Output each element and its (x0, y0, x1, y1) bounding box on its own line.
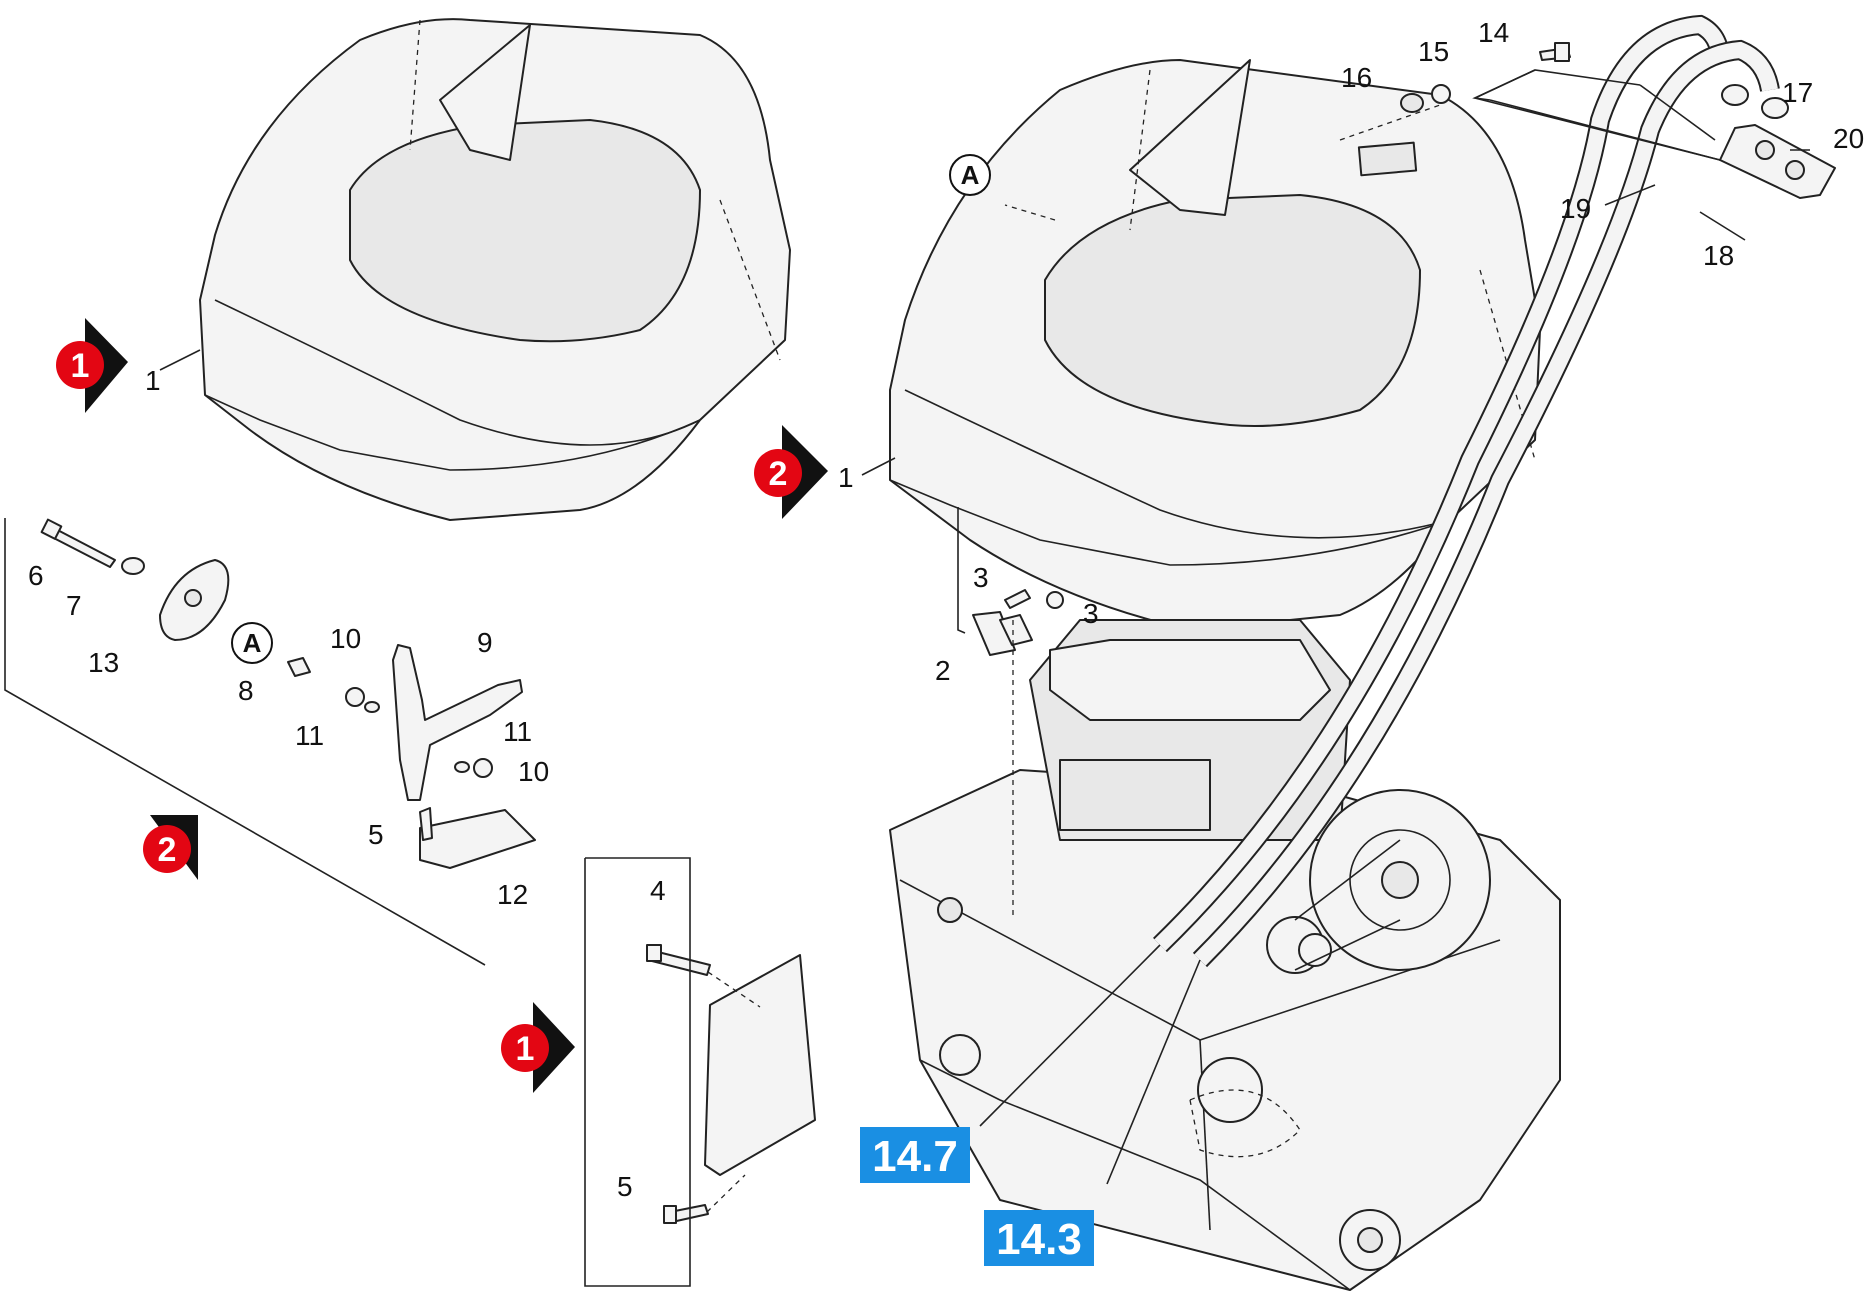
callout-12: 12 (497, 879, 528, 910)
hardware-left (40, 518, 536, 869)
callout-labels: 1 1 2 3 3 4 5 5 6 7 8 9 10 10 11 11 12 1… (28, 17, 1864, 1202)
callout-2: 2 (935, 655, 951, 686)
callout-5: 5 (368, 819, 384, 850)
callout-17: 17 (1782, 77, 1813, 108)
callout-11: 11 (295, 720, 324, 751)
seat-cover-left (199, 18, 791, 521)
marker-1-bottom: 1 (501, 1002, 575, 1093)
callout-8: 8 (238, 675, 254, 706)
ref-label: 14.3 (996, 1215, 1082, 1264)
seat-cover-main (889, 59, 1541, 631)
callout-9: 9 (477, 627, 493, 658)
marker-2-mid: 2 (754, 425, 828, 519)
callout-1: 1 (145, 365, 161, 396)
detail-ref-label: A (243, 628, 262, 658)
callout-14: 14 (1478, 17, 1509, 48)
bracket-2 (972, 589, 1064, 656)
marker-2-left: 2 (143, 815, 198, 880)
ref-label: 14.7 (872, 1132, 958, 1181)
marker-label: 1 (516, 1030, 535, 1068)
callout-10: 10 (518, 756, 549, 787)
callout-16: 16 (1341, 62, 1372, 93)
callout-11: 11 (503, 716, 532, 747)
hardware-top (1400, 42, 1571, 113)
callout-19: 19 (1560, 193, 1591, 224)
callout-3: 3 (1083, 598, 1099, 629)
hoses (1153, 14, 1780, 968)
callout-4: 4 (650, 875, 666, 906)
ref-box-14-3[interactable]: 14.3 (984, 1210, 1094, 1266)
detail-ref-label: A (961, 160, 980, 190)
callout-13: 13 (88, 647, 119, 678)
marker-1-top: 1 (56, 318, 128, 413)
callout-20: 20 (1833, 123, 1864, 154)
plate-assembly (646, 944, 816, 1224)
callout-6: 6 (28, 560, 44, 591)
ref-box-14-7[interactable]: 14.7 (860, 1127, 970, 1183)
leader-lines (4, 69, 1810, 1287)
marker-label: 2 (769, 455, 788, 493)
callout-15: 15 (1418, 36, 1449, 67)
callout-10: 10 (330, 623, 361, 654)
detail-ref-a-main: A (949, 154, 991, 196)
detail-ref-a-left: A (231, 622, 273, 664)
marker-label: 1 (71, 347, 90, 385)
marker-label: 2 (158, 831, 177, 869)
callout-1: 1 (838, 462, 854, 493)
callout-18: 18 (1703, 240, 1734, 271)
machine-body (889, 619, 1561, 1291)
callout-5: 5 (617, 1171, 633, 1202)
fitting-plate (1719, 84, 1836, 199)
callout-7: 7 (66, 590, 82, 621)
callout-3: 3 (973, 562, 989, 593)
